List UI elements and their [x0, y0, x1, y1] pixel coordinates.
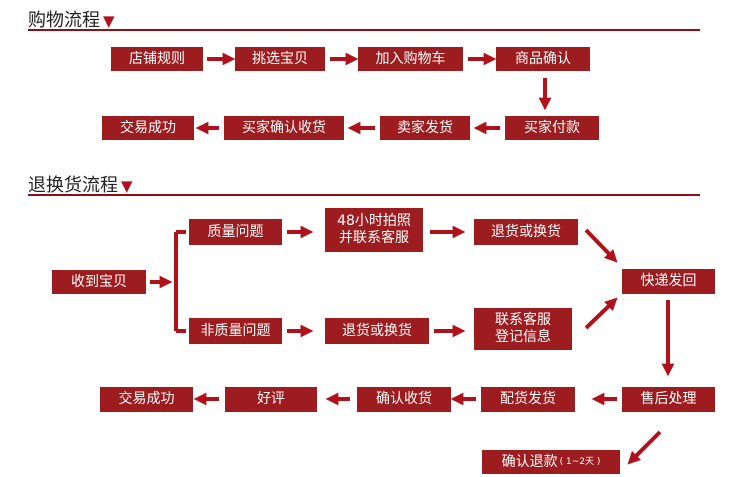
node-quality-issue: 质量问题 — [189, 219, 282, 245]
step-confirm-item: 商品确认 — [496, 47, 590, 71]
node-non-quality-issue: 非质量问题 — [189, 318, 282, 344]
shopping-flow-title-text: 购物流程 — [28, 10, 100, 31]
step-seller-ships: 卖家发货 — [380, 116, 470, 140]
contact-register-line2: 登记信息 — [495, 329, 551, 345]
node-ship-replacement: 配货发货 — [481, 387, 575, 412]
node-contact-register: 联系客服 登记信息 — [474, 308, 572, 350]
photo-contact-line2: 并联系客服 — [339, 230, 409, 246]
photo-contact-line1: 48小时拍照 — [337, 213, 411, 229]
node-receive-item: 收到宝贝 — [52, 270, 146, 294]
node-good-review: 好评 — [225, 387, 317, 412]
step-buyer-pays: 买家付款 — [505, 116, 599, 140]
node-express-back: 快递发回 — [622, 269, 715, 294]
returns-divider — [28, 194, 700, 196]
node-return-exchange-upper: 退货或换货 — [474, 219, 578, 245]
node-after-sales: 售后处理 — [622, 387, 715, 412]
arrow-diag-refund — [627, 430, 662, 465]
node-trade-success: 交易成功 — [100, 387, 193, 412]
step-choose-item: 挑选宝贝 — [235, 47, 325, 71]
refund-duration: ( 1~2天 ) — [559, 456, 601, 467]
step-trade-success: 交易成功 — [102, 116, 194, 140]
returns-flow-title-text: 退换货流程 — [28, 175, 118, 196]
arrow-diag-down — [584, 228, 618, 263]
refund-label: 确认退款 — [501, 453, 558, 470]
node-return-exchange-lower: 退货或换货 — [325, 318, 429, 344]
step-store-rules: 店铺规则 — [111, 47, 203, 71]
shopping-flow-title: 购物流程▼ — [28, 6, 115, 32]
branch-bracket — [174, 230, 186, 333]
shopping-divider — [28, 29, 700, 31]
node-photo-contact: 48小时拍照 并联系客服 — [325, 208, 423, 252]
step-add-to-cart: 加入购物车 — [358, 47, 463, 71]
node-confirm-receipt: 确认收货 — [357, 387, 451, 412]
step-buyer-confirms: 买家确认收货 — [224, 116, 344, 140]
node-confirm-refund: 确认退款( 1~2天 ) — [482, 450, 620, 474]
caret-down-icon: ▼ — [121, 177, 133, 195]
caret-down-icon: ▼ — [103, 12, 115, 30]
contact-register-line1: 联系客服 — [495, 312, 551, 328]
returns-flow-title: 退换货流程▼ — [28, 171, 133, 197]
arrow-diag-up — [584, 297, 618, 330]
